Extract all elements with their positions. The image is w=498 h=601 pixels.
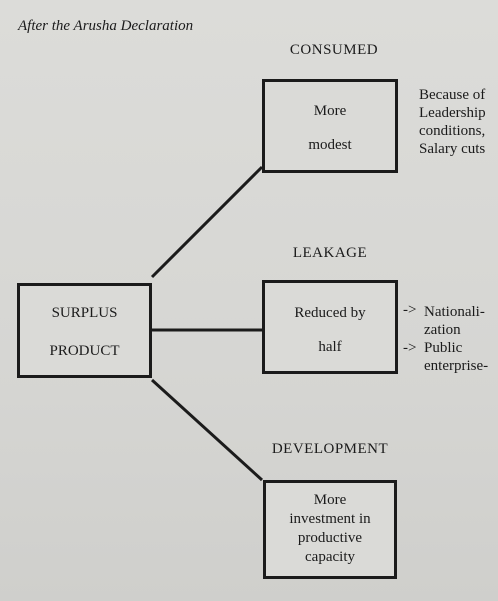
consumed-line2: modest <box>308 137 352 153</box>
leakage-line1: Reduced by <box>294 305 366 321</box>
leakage-label: LEAKAGE <box>292 245 368 261</box>
development-box: More investment in productive capacity <box>263 480 397 579</box>
development-line1: More <box>313 492 347 508</box>
leakage-line2: half <box>318 339 342 355</box>
surplus-line1: SURPLUS <box>51 305 118 321</box>
consumed-note-line: Salary cuts <box>419 141 486 157</box>
consumed-note-line: Because of <box>419 87 486 103</box>
development-label: DEVELOPMENT <box>271 441 389 457</box>
leakage-note: Nationali- zation Public enterprise- <box>424 303 488 375</box>
consumed-box: More modest <box>262 79 398 173</box>
consumed-note: Because of Leadership conditions, Salary… <box>419 86 486 158</box>
development-line3: productive <box>297 530 363 546</box>
page-header: After the Arusha Declaration <box>18 18 194 34</box>
leakage-note-line: zation <box>424 322 461 338</box>
development-line4: capacity <box>305 549 355 565</box>
leakage-note-line: enterprise- <box>424 358 489 374</box>
surplus-product-box: SURPLUS PRODUCT <box>17 283 152 378</box>
connector-consumed <box>150 165 264 279</box>
surplus-line2: PRODUCT <box>49 343 120 359</box>
leakage-box: Reduced by half <box>262 280 398 374</box>
development-line2: investment in <box>289 511 371 527</box>
arrow-nationalization: -> <box>403 302 417 318</box>
consumed-line1: More <box>313 103 347 119</box>
connector-development <box>150 378 264 482</box>
leakage-note-line: Public <box>424 340 463 356</box>
consumed-note-line: conditions, <box>419 123 486 139</box>
consumed-label: CONSUMED <box>289 42 379 58</box>
leakage-note-line: Nationali- <box>424 304 485 320</box>
consumed-note-line: Leadership <box>419 105 486 121</box>
arrow-public-enterprise: -> <box>403 340 417 356</box>
